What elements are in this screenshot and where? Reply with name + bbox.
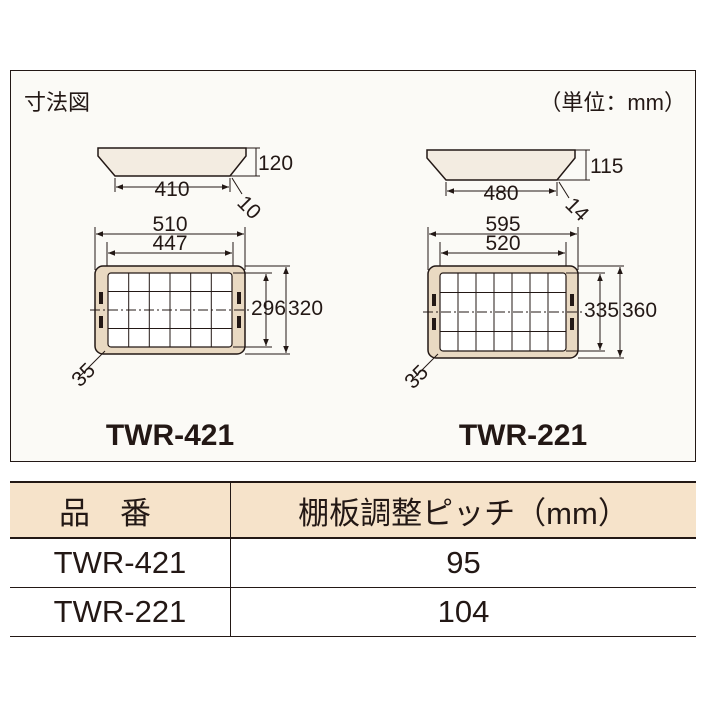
base-width-dim-label: 480: [483, 182, 518, 205]
inner-width-dim-label: 520: [485, 232, 520, 255]
diagram-title: 寸法図: [24, 90, 90, 115]
unit-label: （単位：mm）: [539, 90, 686, 115]
cell-model: TWR-221: [10, 587, 231, 637]
dimension-diagram: 寸法図 （単位：mm） 120 410 10 510 447: [24, 90, 686, 452]
height-dim-label: 120: [258, 152, 293, 175]
inner-depth-dim-label: 296: [251, 297, 286, 320]
cell-model: TWR-421: [10, 538, 231, 588]
corner-dim-label: 35: [67, 359, 100, 392]
outer-depth-dim-label: 320: [288, 297, 323, 320]
flange-dim-label: 14: [560, 193, 593, 226]
model-drawing-twr-421: 120 410 10 510 447: [67, 147, 323, 452]
tray-side-view: [97, 147, 247, 177]
header-model: 品番: [10, 481, 231, 539]
tray-side-view: [426, 149, 576, 181]
outer-width-dim-label: 595: [485, 213, 520, 236]
model-name-twr-221: TWR-221: [459, 419, 587, 452]
base-width-dim-label: 410: [154, 178, 189, 201]
model-drawing-twr-221: 115 480 14 595 520: [400, 149, 657, 452]
inner-width-dim-label: 447: [152, 232, 187, 255]
cell-pitch: 95: [230, 538, 696, 588]
table-header-row: 品番 棚板調整ピッチ（mm）: [10, 481, 696, 539]
cell-pitch: 104: [230, 587, 696, 637]
header-shelf-pitch: 棚板調整ピッチ（mm）: [230, 481, 696, 539]
model-name-twr-421: TWR-421: [106, 419, 234, 452]
inner-depth-dim-label: 335: [584, 299, 619, 322]
spec-table: 品番 棚板調整ピッチ（mm） TWR-421 95 TWR-221 104: [10, 481, 696, 637]
outer-depth-dim-label: 360: [622, 299, 657, 322]
table-row: TWR-421 95: [10, 538, 696, 588]
flange-dim-label: 10: [232, 191, 265, 224]
outer-width-dim-label: 510: [152, 213, 187, 236]
tray-grid: [440, 273, 566, 351]
corner-dim-label: 35: [400, 361, 433, 394]
table-row: TWR-221 104: [10, 587, 696, 637]
height-dim-label: 115: [590, 155, 623, 178]
